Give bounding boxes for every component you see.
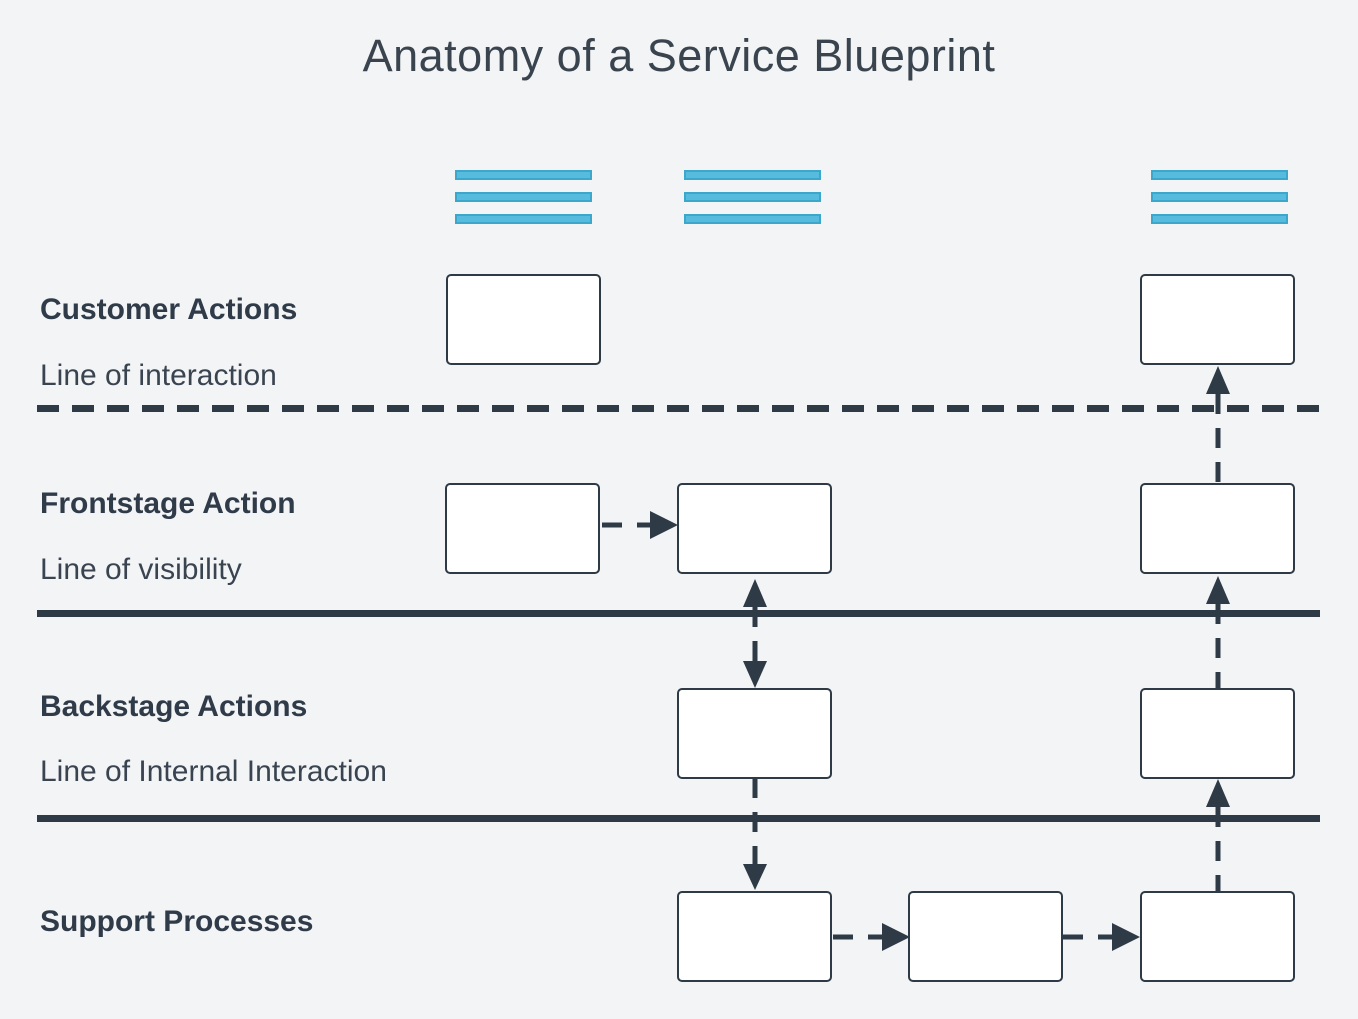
support-box-3 — [1140, 891, 1295, 982]
menu-bars-icon — [1151, 170, 1288, 224]
menu-bar — [455, 192, 592, 202]
menu-bar — [684, 192, 821, 202]
menu-bar — [1151, 192, 1288, 202]
menu-bar — [684, 214, 821, 224]
arrow-frontstage-left-to-mid — [602, 511, 678, 539]
arrow-support-2-to-support-3 — [1063, 923, 1140, 951]
menu-bar — [1151, 170, 1288, 180]
support-box-2 — [908, 891, 1063, 982]
menu-bars-icon — [455, 170, 592, 224]
arrow-backstage-right-to-frontstage-right — [1206, 576, 1230, 688]
boundary-label-line-of-interaction: Line of interaction — [40, 359, 277, 392]
frontstage-mid-box — [677, 483, 832, 574]
support-box-1 — [677, 891, 832, 982]
frontstage-right-box — [1140, 483, 1295, 574]
backstage-right-box — [1140, 688, 1295, 779]
customer-left-box — [446, 274, 601, 365]
backstage-mid-box — [677, 688, 832, 779]
line-of-visibility — [37, 610, 1320, 617]
boundary-label-line-of-visibility: Line of visibility — [40, 553, 242, 586]
arrow-frontstage-right-to-customer-right — [1206, 366, 1230, 483]
menu-bar — [455, 214, 592, 224]
line-of-internal-interaction — [37, 815, 1320, 822]
arrow-support-1-to-support-2 — [833, 923, 910, 951]
lane-label-backstage-actions: Backstage Actions — [40, 690, 308, 723]
menu-bar — [455, 170, 592, 180]
frontstage-left-box — [445, 483, 600, 574]
line-of-interaction — [37, 405, 1320, 412]
page-title: Anatomy of a Service Blueprint — [362, 30, 996, 81]
lane-label-frontstage-action: Frontstage Action — [40, 487, 296, 520]
arrow-backstage-mid-to-support-1 — [743, 778, 767, 890]
menu-bar — [684, 170, 821, 180]
arrow-support-3-to-backstage-right — [1206, 779, 1230, 891]
menu-bar — [1151, 214, 1288, 224]
lane-label-customer-actions: Customer Actions — [40, 293, 298, 326]
boundary-label-line-of-internal-interaction: Line of Internal Interaction — [40, 755, 387, 788]
lane-label-support-processes: Support Processes — [40, 905, 314, 938]
menu-bars-icon — [684, 170, 821, 224]
arrow-frontstage-mid-backstage-mid-bidirectional — [743, 579, 767, 688]
customer-right-box — [1140, 274, 1295, 365]
